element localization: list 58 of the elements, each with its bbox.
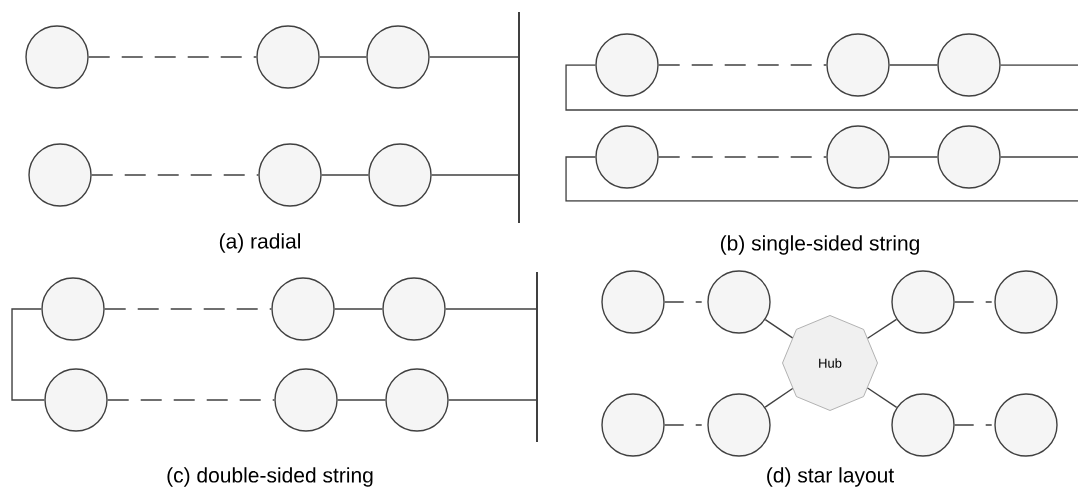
- connector-line: [429, 56, 520, 58]
- connector-line: [11, 308, 45, 401]
- connector-line: [764, 318, 794, 339]
- node-circle: [826, 125, 890, 189]
- node-circle: [826, 33, 890, 97]
- connector-line: [866, 387, 898, 409]
- node-circle: [25, 25, 89, 89]
- connector-line: [954, 301, 995, 303]
- caption: (a) radial: [219, 233, 300, 253]
- connector-line: [1000, 156, 1078, 158]
- connector-line: [764, 387, 794, 408]
- node-circle: [601, 270, 665, 334]
- caption: (b) single-sided string: [720, 235, 919, 255]
- node-circle: [601, 393, 665, 457]
- node-circle: [28, 143, 92, 207]
- node-circle: [595, 33, 659, 97]
- connector-line: [337, 399, 386, 401]
- connector-line: [658, 156, 827, 158]
- connector-line: [889, 64, 938, 66]
- node-circle: [937, 125, 1001, 189]
- node-circle: [707, 270, 771, 334]
- hub-octagon: Hub: [782, 315, 878, 411]
- connector-line: [889, 156, 938, 158]
- node-circle: [366, 25, 430, 89]
- connector-line: [321, 174, 369, 176]
- connector-line: [104, 308, 272, 310]
- node-circle: [707, 393, 771, 457]
- caption: (c) double-sided string: [167, 467, 373, 487]
- node-circle: [258, 143, 322, 207]
- connector-line: [334, 308, 383, 310]
- node-circle: [891, 393, 955, 457]
- node-circle: [994, 270, 1058, 334]
- node-circle: [382, 277, 446, 341]
- connector-line: [319, 56, 367, 58]
- connector-line: [867, 318, 898, 339]
- node-circle: [44, 368, 108, 432]
- connector-line: [565, 64, 1078, 111]
- node-circle: [271, 277, 335, 341]
- connector-line: [448, 399, 538, 401]
- connector-line: [954, 424, 995, 426]
- connector-line: [445, 308, 538, 310]
- connector-line: [1000, 64, 1078, 66]
- node-circle: [41, 277, 105, 341]
- node-circle: [385, 368, 449, 432]
- connector-line: [91, 174, 259, 176]
- caption: (d) star layout: [767, 467, 894, 487]
- connector-line: [658, 64, 827, 66]
- connector-line: [107, 399, 275, 401]
- connector-line: [565, 156, 1078, 202]
- node-circle: [256, 25, 320, 89]
- node-circle: [891, 270, 955, 334]
- node-circle: [994, 393, 1058, 457]
- connector-line: [431, 174, 520, 176]
- connector-line: [88, 56, 257, 58]
- node-circle: [368, 143, 432, 207]
- node-circle: [274, 368, 338, 432]
- node-circle: [595, 125, 659, 189]
- node-circle: [937, 33, 1001, 97]
